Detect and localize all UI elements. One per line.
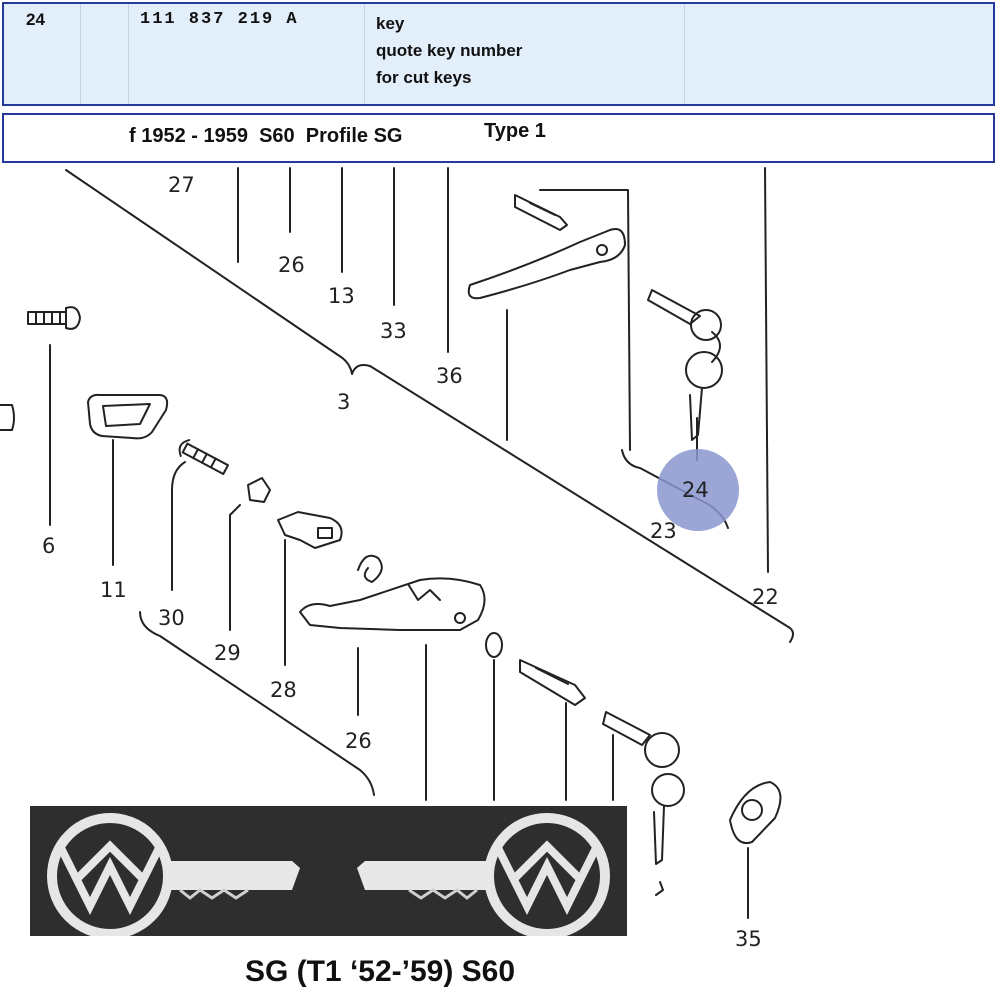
- leader-line: [171, 461, 186, 591]
- gasket: [87, 393, 169, 440]
- lower-lock-cylinder: [519, 659, 586, 706]
- callout-28: 28: [270, 678, 297, 702]
- handle-screw: [178, 439, 229, 476]
- fitment-band: f 1952 - 1959 S60 Profile SG Type 1: [2, 113, 995, 163]
- upper-door-handle: [467, 228, 626, 300]
- callout-26-upper: 26: [278, 253, 305, 277]
- part-number-cell: [128, 4, 365, 104]
- item-cell: [4, 4, 81, 104]
- callout-24: 24: [682, 478, 709, 502]
- callout-22: 22: [752, 585, 779, 609]
- key-profile-caption: SG (T1 ‘52-’59) S60: [244, 955, 516, 988]
- callout-3: 3: [337, 390, 350, 414]
- bracket-line: [139, 611, 375, 796]
- callout-23: 23: [650, 519, 677, 543]
- nut: [247, 477, 271, 503]
- key-photo-right: [327, 806, 627, 936]
- highlight-marker: [657, 449, 739, 531]
- leader-line: [539, 189, 631, 451]
- parts-table-row: 24 111 837 219 A key quote key number fo…: [2, 2, 995, 106]
- upper-key-pair: [647, 289, 723, 441]
- callout-13: 13: [328, 284, 355, 308]
- spring: [357, 554, 383, 583]
- callout-35: 35: [735, 927, 762, 951]
- leader-line: [764, 167, 769, 573]
- description-line: key: [376, 14, 405, 33]
- item-number: 24: [26, 10, 45, 29]
- key-photo-left: [30, 806, 330, 936]
- callout-26-lower: 26: [345, 729, 372, 753]
- description-cell: [364, 4, 685, 104]
- lock-cam: [277, 511, 343, 549]
- leader-line: [229, 504, 241, 631]
- part-number[interactable]: 111 837 219 A: [140, 10, 299, 29]
- callout-36: 36: [436, 364, 463, 388]
- part-description: key quote key number for cut keys: [376, 10, 522, 91]
- description-line: quote key number: [376, 41, 523, 60]
- screw: [27, 306, 81, 330]
- bracket-line: [65, 169, 794, 643]
- callout-11: 11: [100, 578, 127, 602]
- callout-29: 29: [214, 641, 241, 665]
- callout-33: 33: [380, 319, 407, 343]
- callout-27: 27: [168, 173, 195, 197]
- o-ring: [485, 632, 503, 658]
- description-line: for cut keys: [376, 68, 472, 87]
- spacer-cell: [80, 4, 129, 104]
- edge-part: [0, 404, 15, 431]
- lower-door-handle: [299, 577, 486, 631]
- upper-lock-cylinder: [514, 194, 568, 231]
- vehicle-type: Type 1: [484, 120, 546, 142]
- key-fob: [729, 781, 782, 844]
- lower-key-pair: [602, 711, 685, 896]
- callout-30: 30: [158, 606, 185, 630]
- fitment-text: f 1952 - 1959 S60 Profile SG: [129, 125, 403, 147]
- callout-6: 6: [42, 534, 55, 558]
